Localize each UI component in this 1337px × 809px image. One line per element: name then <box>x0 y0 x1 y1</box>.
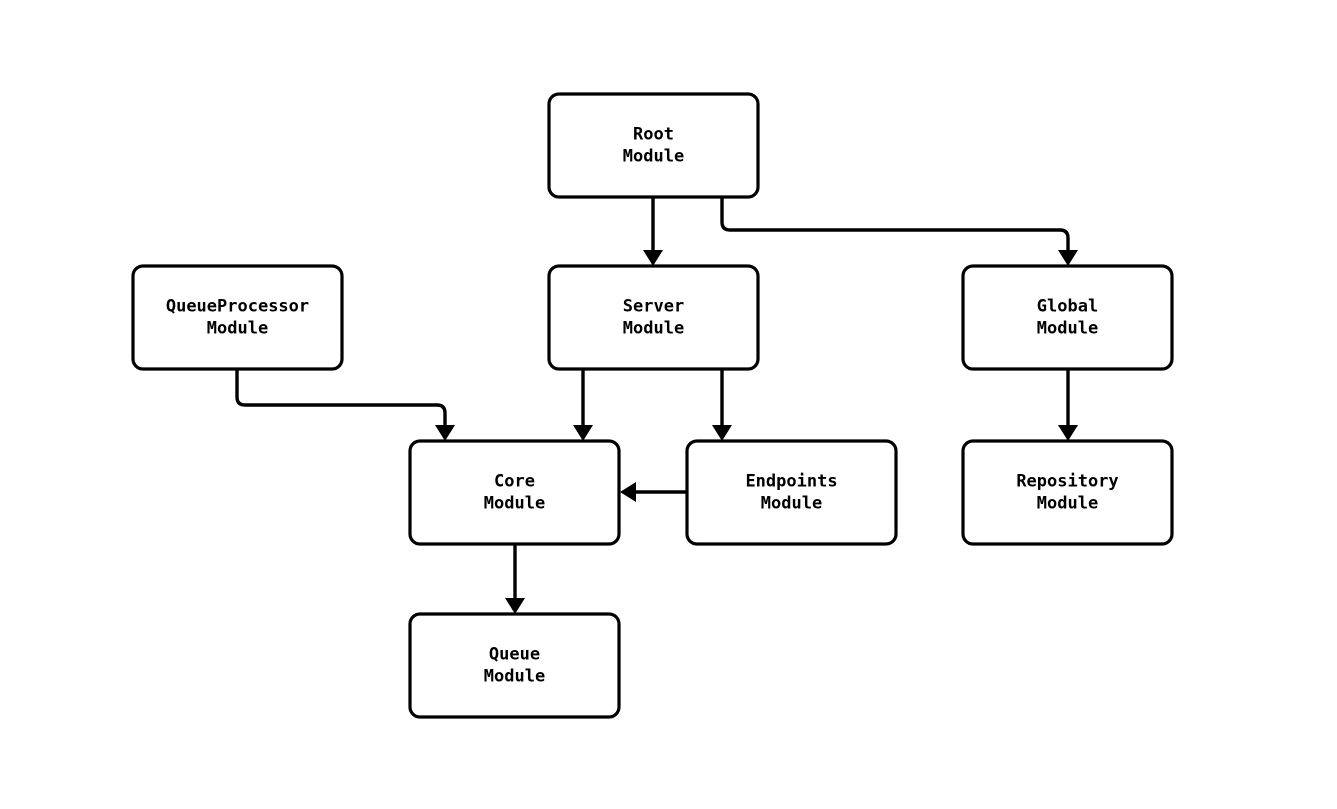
edge-queueprocessor-to-core <box>235 369 455 441</box>
edge-queueprocessor-to-core-arrowhead-icon <box>435 425 455 441</box>
queueprocessor-module-node-label-line2: Module <box>207 319 268 339</box>
core-module-node-box[interactable] <box>408 439 621 546</box>
root-module-node-box[interactable] <box>547 92 760 199</box>
root-module-node-label-line2: Module <box>623 147 684 167</box>
queueprocessor-module-node-box[interactable] <box>131 264 344 371</box>
queue-module-node-label-line2: Module <box>484 667 545 687</box>
edge-root-to-server <box>643 197 663 266</box>
global-module-node-box[interactable] <box>961 264 1174 371</box>
edge-global-to-repository-arrowhead-icon <box>1058 425 1078 441</box>
endpoints-module-node-label-line1: Endpoints <box>745 472 837 492</box>
core-module-node-label-line1: Core <box>494 472 535 492</box>
edge-global-to-repository <box>1058 369 1078 441</box>
edge-queueprocessor-to-core-line <box>235 369 447 425</box>
edge-root-to-global <box>720 197 1078 266</box>
root-module-node-label-line1: Root <box>633 125 674 145</box>
server-module-node-label-line1: Server <box>623 297 684 317</box>
edge-root-to-global-arrowhead-icon <box>1058 250 1078 266</box>
repository-module-node-label-line2: Module <box>1037 494 1098 514</box>
endpoints-module-node-box[interactable] <box>685 439 898 546</box>
repository-module-node-label-line1: Repository <box>1016 472 1118 492</box>
edge-root-to-global-line <box>720 197 1070 250</box>
edge-endpoints-to-core <box>620 482 687 502</box>
edge-endpoints-to-core-arrowhead-icon <box>620 482 636 502</box>
server-module-node-label-line2: Module <box>623 319 684 339</box>
edge-core-to-queue <box>505 544 525 614</box>
queue-module-node-box[interactable] <box>408 612 621 719</box>
endpoints-module-node-label-line2: Module <box>761 494 822 514</box>
global-module-node-label-line2: Module <box>1037 319 1098 339</box>
core-module-node-label-line2: Module <box>484 494 545 514</box>
edge-server-to-endpoints <box>712 369 732 441</box>
edge-core-to-queue-arrowhead-icon <box>505 598 525 614</box>
global-module-node-label-line1: Global <box>1037 297 1098 317</box>
edges-layer <box>235 197 1078 614</box>
server-module-node-box[interactable] <box>547 264 760 371</box>
edge-server-to-core <box>573 369 593 441</box>
edge-server-to-endpoints-arrowhead-icon <box>712 425 732 441</box>
edge-root-to-server-arrowhead-icon <box>643 250 663 266</box>
queueprocessor-module-node-label-line1: QueueProcessor <box>166 297 309 317</box>
repository-module-node-box[interactable] <box>961 439 1174 546</box>
queue-module-node-label-line1: Queue <box>489 645 540 665</box>
edge-server-to-core-arrowhead-icon <box>573 425 593 441</box>
